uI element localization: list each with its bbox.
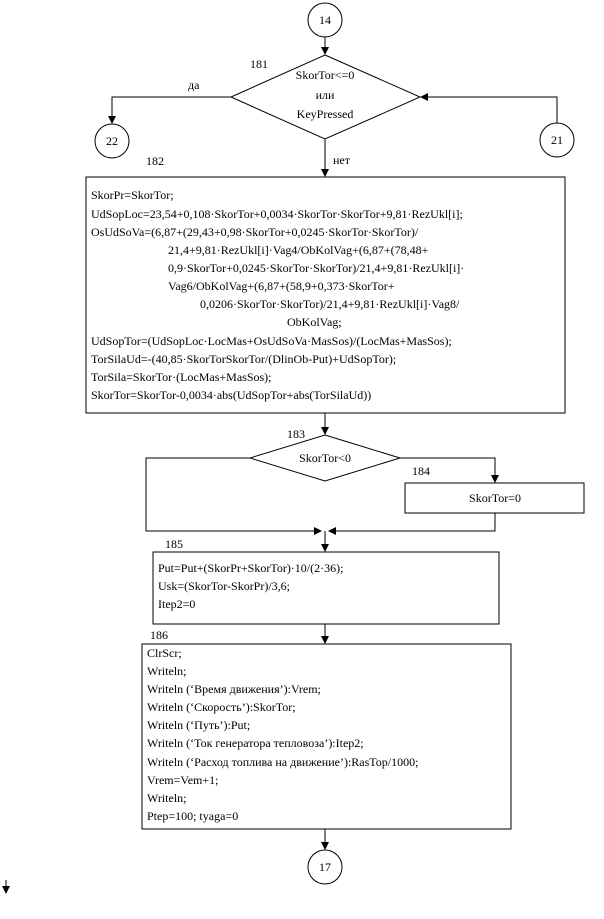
branch-to-184-line <box>400 457 499 483</box>
process-185-line: Itep2=0 <box>158 597 195 611</box>
process-182-line: 0,0206·SkorTor·SkorTor)/21,4+9,81·RezUkl… <box>200 297 460 311</box>
decision-183: SkorTor<0 <box>248 434 402 482</box>
process-182-line: TorSilaUd=-(40,85·SkorTorSkorTor/(DlinOb… <box>91 352 396 366</box>
process-184-label: SkorTor=0 <box>469 491 521 505</box>
block-184-number: 184 <box>412 464 430 478</box>
yes-label: да <box>188 78 200 92</box>
decision-181-line-3: KeyPressed <box>297 107 354 121</box>
yes-branch-line <box>108 96 231 124</box>
process-186-line: Vrem=Vem+1; <box>147 773 218 787</box>
decision-183-label: SkorTor<0 <box>299 451 351 465</box>
connector-17: 17 <box>307 849 343 885</box>
process-182: SkorPr=SkorTor; UdSopLoc=23,54+0,108·Sko… <box>85 176 566 414</box>
process-182-line: ObKolVag; <box>287 315 342 329</box>
process-186: ClrScr; Writeln; Writeln (‘Время движени… <box>141 643 512 830</box>
process-182-line: TorSila=SkorTor·(LocMas+MasSos); <box>91 370 272 384</box>
process-186-line: Writeln (‘Ток генератора тепловоза’):Ite… <box>147 736 364 750</box>
connector-22-label: 22 <box>106 134 118 148</box>
bypass-line <box>145 457 322 535</box>
process-182-line: UdSopTor=(UdSopLoc·LocMas+OsUdSoVa·MasSo… <box>91 334 452 348</box>
process-184: SkorTor=0 <box>404 482 585 514</box>
process-186-line: Writeln (‘Путь’):Put; <box>147 718 250 732</box>
block-185-number: 185 <box>165 537 183 551</box>
connector-22: 22 <box>94 123 130 159</box>
block-182-number: 182 <box>146 154 164 168</box>
connector-14-label: 14 <box>319 13 331 27</box>
process-182-line: Vag6/ObKolVag+(6,87+(58,9+0,373·SkorTor+ <box>168 279 395 293</box>
decision-181-line-2: или <box>316 88 335 102</box>
block-183-number: 183 <box>287 427 305 441</box>
process-186-line: Writeln; <box>147 664 187 678</box>
process-186-line: Writeln (‘Расход топлива на движение’):R… <box>147 755 418 769</box>
connector-14: 14 <box>307 2 343 38</box>
connector-21-label: 21 <box>551 133 563 147</box>
process-182-line: SkorTor=SkorTor-0,0034·abs(UdSopTor+abs(… <box>91 388 371 402</box>
process-186-line: Writeln (‘Скорость’):SkorTor; <box>147 700 296 714</box>
decision-181: 181 SkorTor<=0 или KeyPressed <box>229 54 422 140</box>
process-186-line: ClrScr; <box>147 646 182 660</box>
process-182-line: 0,9·SkorTor+0,0245·SkorTor·SkorTor)/21,4… <box>168 261 464 275</box>
connector-21: 21 <box>539 122 575 158</box>
block-186-number: 186 <box>150 628 168 642</box>
process-185-line: Usk=(SkorTor-SkorPr)/3,6; <box>158 579 290 593</box>
process-182-line: 21,4+9,81·RezUkl[i]·Vag4/ObKolVag+(6,87+… <box>168 243 429 257</box>
return-line-21 <box>420 93 558 123</box>
process-185: Put=Put+(SkorPr+SkorTor)·10/(2·36); Usk=… <box>152 551 500 625</box>
process-182-line: OsUdSoVa=(6,87+(29,43+0,98·SkorTor+0,024… <box>91 225 419 239</box>
process-182-line: UdSopLoc=23,54+0,108·SkorTor+0,0034·Skor… <box>91 207 463 221</box>
process-185-line: Put=Put+(SkorPr+SkorTor)·10/(2·36); <box>158 561 343 575</box>
process-182-line: SkorPr=SkorTor; <box>91 188 174 202</box>
block-181-number: 181 <box>250 57 268 71</box>
process-186-line: Writeln; <box>147 791 187 805</box>
no-label: нет <box>333 153 351 167</box>
connector-17-label: 17 <box>319 860 331 874</box>
merge-from-184-line <box>328 513 496 535</box>
process-186-line: Writeln (‘Время движения’):Vrem; <box>147 682 321 696</box>
decision-181-line-1: SkorTor<=0 <box>296 68 355 82</box>
process-186-line: Ptep=100; tyaga=0 <box>147 809 238 823</box>
